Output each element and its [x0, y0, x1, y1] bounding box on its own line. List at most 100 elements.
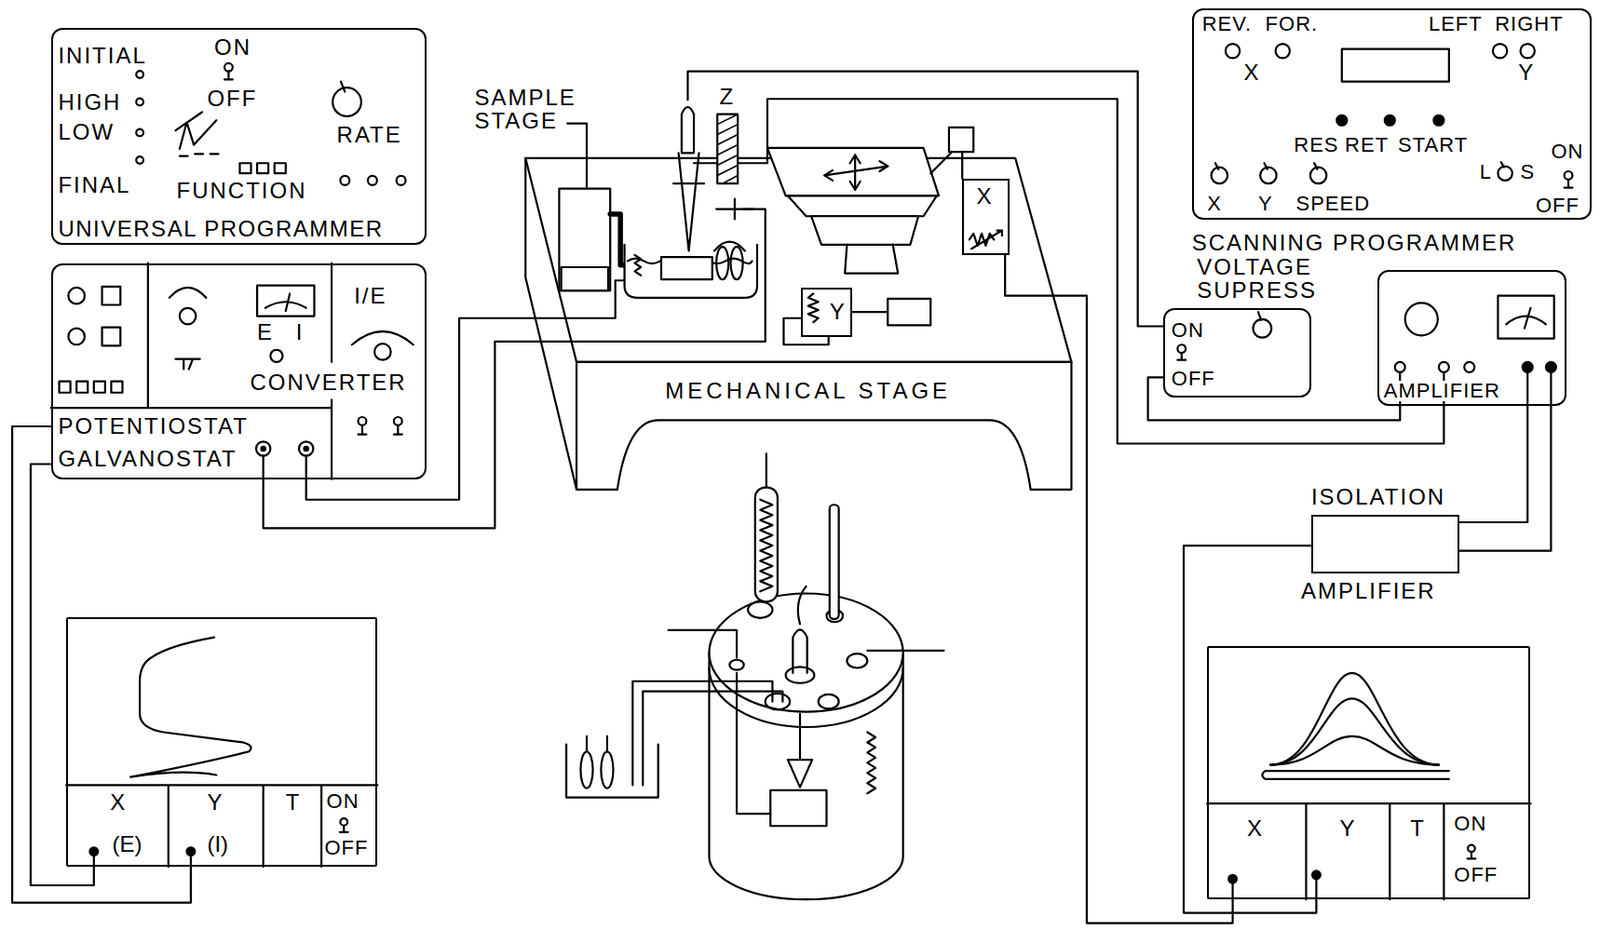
scanning-programmer-controls — [1564, 171, 1573, 180]
panel-label: E — [257, 321, 272, 344]
recorder-chart — [1206, 803, 1531, 900]
potentiostat-controls — [393, 417, 403, 426]
electrochemical-cell-drawing — [729, 660, 744, 671]
programmer-controls — [135, 156, 144, 164]
electrochemical-cell-drawing — [755, 488, 778, 603]
mechanical-stage-outline — [525, 158, 1072, 490]
panel-label: X — [1206, 193, 1221, 215]
potentiostat-controls — [102, 327, 122, 347]
panel-label: X — [976, 185, 992, 208]
panel-label: OFF — [1171, 368, 1216, 390]
recorder-chart — [339, 818, 348, 827]
panel-label: L — [1479, 162, 1492, 183]
panel-label: X — [109, 791, 125, 814]
electrochemical-cell-drawing — [708, 594, 903, 713]
panel-label: SPEED — [1295, 193, 1370, 215]
x-motor-box: X — [962, 178, 1009, 256]
potentiostat-controls — [67, 287, 85, 305]
panel-label: RES — [1293, 135, 1339, 156]
panel-label: MECHANICAL STAGE — [664, 379, 951, 403]
programmer-controls — [257, 162, 269, 174]
scanning-programmer-controls — [1260, 167, 1277, 185]
amplifier-controls — [1522, 362, 1533, 373]
panel-label: UNIVERSAL PROGRAMMER — [57, 217, 383, 241]
panel-label: OFF — [206, 87, 258, 110]
electrochemical-cell-drawing — [792, 629, 807, 674]
panel-label: POTENTIOSTAT — [57, 415, 248, 438]
xy-table-drawing — [844, 244, 898, 274]
voltage-suppress-controls — [1177, 352, 1186, 361]
mechanical-stage: MECHANICAL STAGE — [576, 362, 1072, 490]
panel-label: (E) — [112, 833, 143, 856]
recorder-chart — [89, 847, 98, 856]
electrochemical-cell-drawing — [798, 586, 807, 625]
scanning-cell-drawing — [635, 255, 642, 276]
programmer-controls — [340, 81, 345, 93]
panel-label: (I) — [206, 833, 229, 856]
scanning-programmer-controls — [1501, 162, 1505, 167]
electrochemical-cell-drawing — [818, 694, 840, 709]
part-label: SAMPLE STAGE — [474, 85, 607, 133]
panel-label: ON — [1453, 813, 1487, 835]
panel-label: ON — [1171, 320, 1205, 341]
scanning-programmer-controls — [1336, 115, 1347, 126]
programmer-controls — [367, 176, 378, 186]
panel-label: GALVANOSTAT — [57, 447, 237, 471]
panel-label: X — [1244, 61, 1260, 84]
xy-table-drawing — [808, 293, 819, 323]
xy-table-drawing — [887, 298, 931, 326]
amplifier-controls — [1497, 296, 1554, 339]
part-label: Z — [718, 85, 733, 109]
potentiostat-controls — [393, 425, 403, 435]
panel-label: START — [1397, 135, 1468, 156]
panel-label: Y — [1258, 193, 1273, 215]
scanning-programmer-controls — [1492, 43, 1507, 58]
panel-label: OFF — [1453, 865, 1498, 886]
scanning-cell-drawing — [716, 246, 729, 280]
sample-stage-drawing — [567, 123, 587, 190]
programmer-controls — [135, 70, 144, 79]
panel-label: S — [1520, 162, 1535, 183]
potentiostat-controls — [358, 425, 367, 435]
potentiostat-controls — [257, 285, 314, 317]
xy-table-drawing — [930, 152, 951, 174]
electrochemical-cell-drawing — [736, 673, 771, 814]
amplifier-controls — [1405, 302, 1438, 336]
potentiostat-controls — [265, 293, 307, 312]
panel-label: ON — [326, 791, 360, 813]
electrode-wire — [263, 71, 1445, 529]
panel-label: OFF — [1535, 195, 1580, 217]
electrode-wire — [263, 209, 766, 529]
scanning-programmer-controls — [1564, 179, 1573, 189]
panel-label: HIGH — [57, 91, 122, 114]
recorder-chart — [93, 855, 95, 868]
recorder-chart — [66, 637, 1531, 901]
electrochemical-cell-drawing — [708, 667, 903, 728]
panel-label: Y — [1518, 61, 1533, 84]
electrode-wire — [687, 71, 1164, 327]
voltage-suppress-box: VOLTAGE SUPRESSONOFF — [1163, 308, 1312, 398]
electrochemical-cell-drawing — [829, 504, 840, 620]
electrochemical-cell-drawing — [566, 745, 659, 799]
electrochemical-cell-drawing — [580, 751, 593, 788]
amplifier-box: AMPLIFIER — [1377, 270, 1567, 407]
electrochemical-cell-drawing — [765, 453, 768, 488]
recorder-chart — [339, 826, 349, 833]
scanning-programmer-controls — [1225, 43, 1240, 58]
potentiostat-controls — [298, 441, 313, 456]
scanning-programmer-controls — [1384, 115, 1396, 126]
panel-label: FOR. — [1265, 13, 1319, 35]
xy-table-drawing — [969, 230, 1003, 250]
amplifier-controls — [1545, 362, 1557, 373]
electrochemical-cell-drawing — [765, 693, 790, 711]
scanning-cell-drawing — [624, 107, 768, 299]
panel-label: AMPLIFIER — [1382, 380, 1503, 402]
panel-label: T — [1410, 817, 1424, 841]
recorder-chart — [130, 637, 251, 778]
amplifier-controls — [1395, 362, 1406, 373]
scanning-cell-drawing — [716, 199, 753, 220]
panel-heading: ISOLATION — [1311, 486, 1446, 509]
recorder-chart — [1312, 870, 1321, 880]
y-motor-box: Y — [800, 287, 853, 338]
